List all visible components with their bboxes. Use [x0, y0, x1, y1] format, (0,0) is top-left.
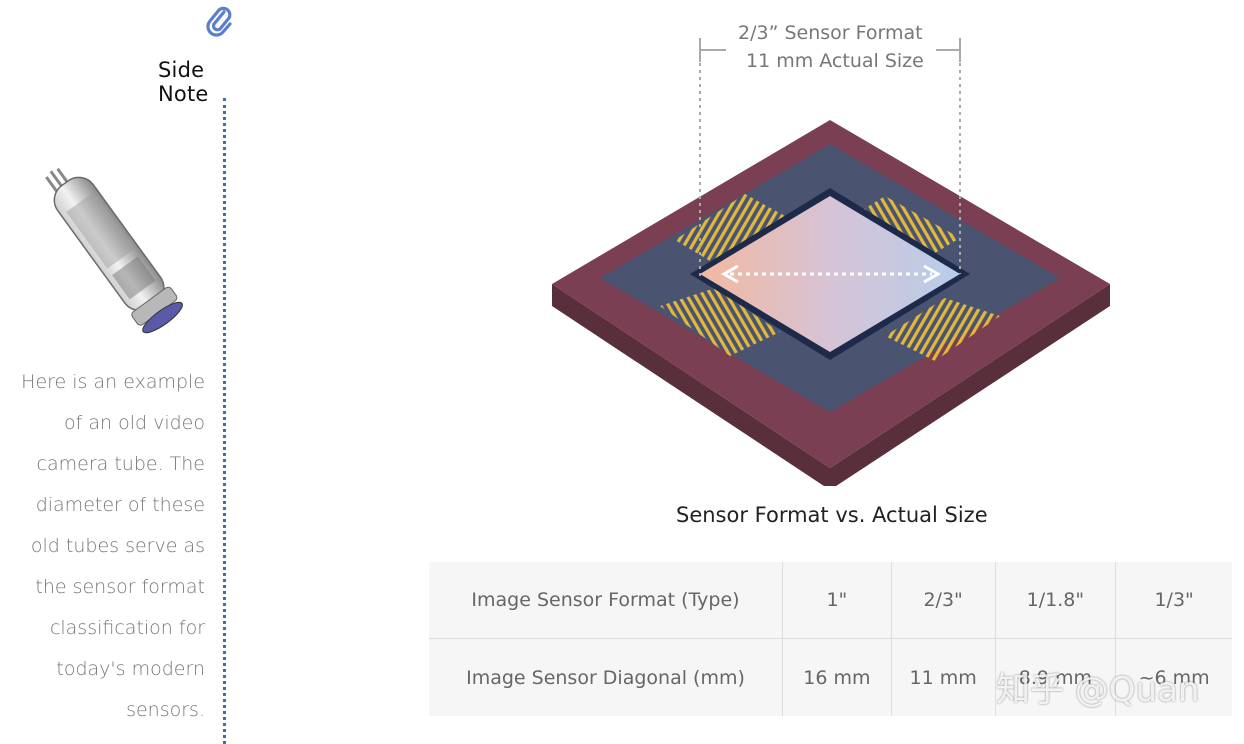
note-line: old tubes serve as — [30, 535, 205, 557]
sensor-package-illustration — [552, 38, 1110, 486]
table-cell: 1" — [782, 562, 892, 639]
table-cell: 1/1.8" — [995, 562, 1117, 639]
note-line: camera tube. The — [36, 453, 205, 475]
note-line: diameter of these — [35, 494, 205, 516]
sensor-format-table: Image Sensor Format (Type) 1" 2/3" 1/1.8… — [429, 562, 1232, 716]
note-line: today's modern — [56, 658, 205, 680]
video-camera-tube-image — [45, 167, 183, 334]
table-row: Image Sensor Format (Type) 1" 2/3" 1/1.8… — [429, 562, 1232, 639]
table-cell: 11 mm — [891, 638, 996, 716]
row-header: Image Sensor Format (Type) — [429, 562, 783, 639]
zhihu-watermark: 知乎 @Quan — [996, 670, 1200, 710]
note-line: the sensor format — [35, 576, 205, 598]
table-cell: 1/3" — [1115, 562, 1232, 639]
table-cell: 16 mm — [782, 638, 892, 716]
actual-size-label: 11 mm Actual Size — [746, 50, 924, 72]
note-line: Here is an example — [21, 371, 205, 393]
side-note-text: Here is an example of an old video camer… — [10, 362, 205, 731]
side-note-title: Side Note — [158, 58, 209, 106]
row-header: Image Sensor Diagonal (mm) — [429, 638, 783, 716]
note-line: sensors. — [126, 699, 205, 721]
table-cell: ~6 mm — [1138, 666, 1210, 689]
note-line: classification for — [49, 617, 205, 639]
sensor-figure — [540, 16, 1120, 486]
side-note-panel: Side Note Here is an example of an old v… — [0, 0, 260, 744]
table-cell: 8.9 mm — [995, 638, 1117, 716]
figure-caption: Sensor Format vs. Actual Size — [676, 503, 988, 527]
table-cell: 2/3" — [891, 562, 996, 639]
dotted-divider — [223, 98, 226, 744]
note-line: of an old video — [64, 412, 205, 434]
paperclip-icon — [206, 6, 232, 37]
table-row: Image Sensor Diagonal (mm) 16 mm 11 mm 8… — [429, 638, 1232, 716]
sensor-format-label: 2/3” Sensor Format — [738, 22, 923, 44]
